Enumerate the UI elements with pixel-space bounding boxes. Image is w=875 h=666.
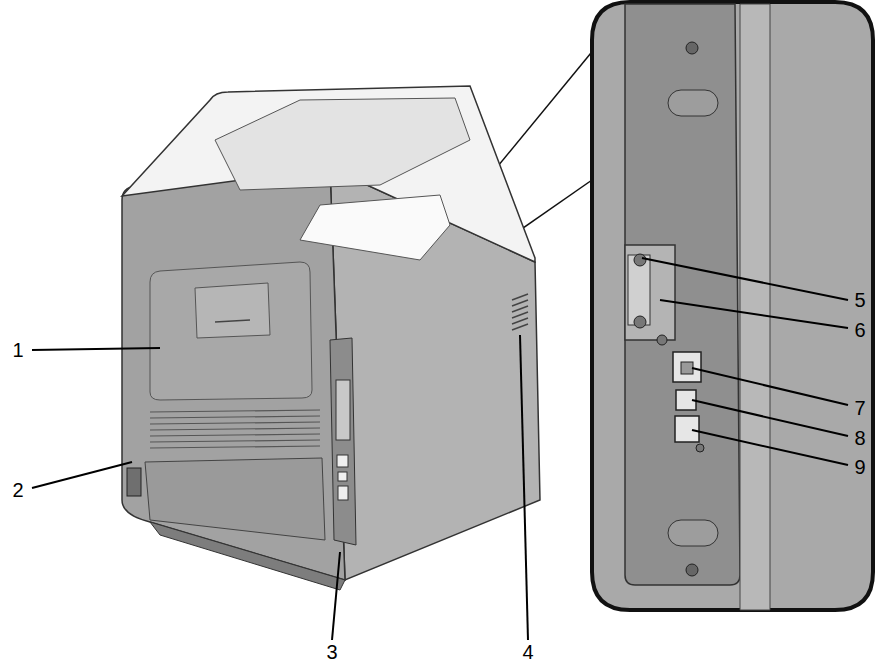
leader-lines — [32, 258, 848, 640]
callout-number: 2 — [12, 479, 23, 501]
rear-cover — [150, 262, 312, 400]
callout-number: 1 — [12, 339, 23, 361]
printer-top — [122, 86, 535, 262]
ethernet-port — [673, 352, 701, 382]
interface-panel — [625, 4, 740, 585]
callout-number: 3 — [326, 641, 337, 663]
parallel-port — [628, 255, 650, 325]
callout-number: 4 — [522, 641, 533, 663]
callout-number: 8 — [854, 427, 865, 449]
duplex-unit — [145, 458, 325, 540]
port-panel — [330, 338, 356, 545]
callout-number: 9 — [854, 456, 865, 478]
usb-a-port — [675, 416, 699, 442]
zoom-inset — [592, 2, 873, 610]
output-tray — [215, 98, 470, 190]
paper-stopper — [300, 195, 450, 260]
power-inlet — [127, 468, 141, 496]
callout-number: 7 — [854, 397, 865, 419]
callout-number: 6 — [854, 319, 865, 341]
cover-handle — [195, 283, 270, 338]
callout-number: 5 — [854, 289, 865, 311]
